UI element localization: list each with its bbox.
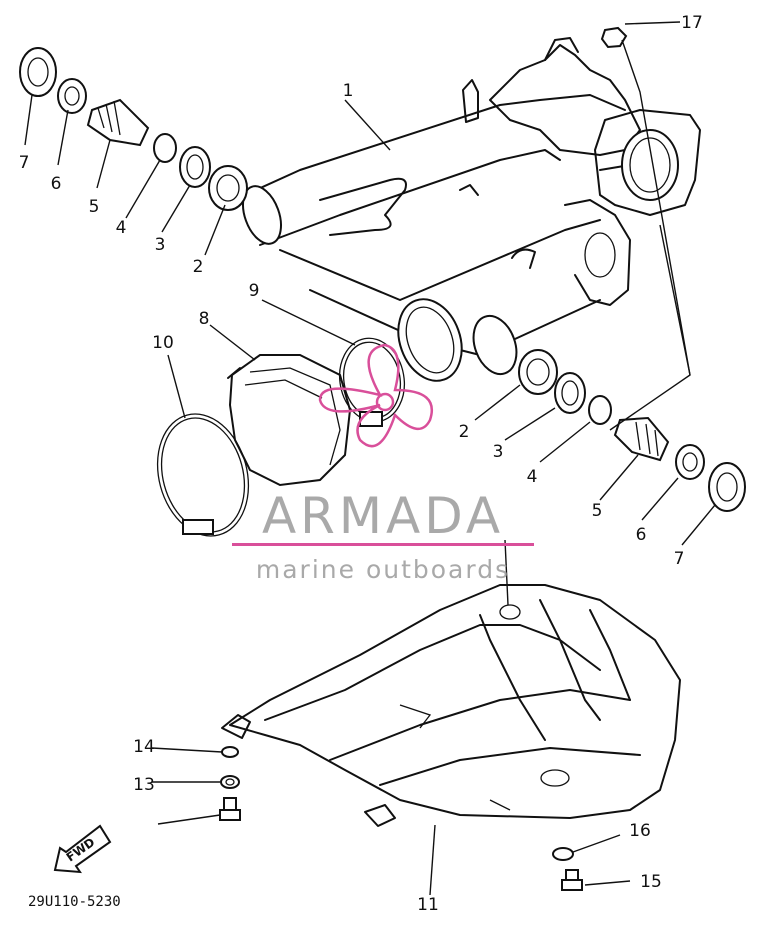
callout-10: 10 bbox=[152, 333, 174, 353]
callout-13: 13 bbox=[133, 775, 155, 795]
skid-plate bbox=[221, 584, 681, 827]
callout-3: 3 bbox=[155, 235, 166, 255]
right-bearing-stack bbox=[518, 349, 746, 512]
forward-direction-arrow: FWD bbox=[53, 824, 112, 874]
callout-11: 11 bbox=[417, 895, 439, 915]
swingarm-boot bbox=[227, 354, 352, 487]
swing-arm bbox=[242, 37, 701, 382]
diagram-code: 29U110-5230 bbox=[28, 894, 121, 910]
callout-5: 5 bbox=[89, 197, 100, 217]
callout-2: 2 bbox=[193, 257, 204, 277]
boot-clamp bbox=[339, 337, 405, 427]
callout-7: 7 bbox=[19, 153, 30, 173]
watermark-accent-rule bbox=[232, 543, 534, 546]
callout-16: 16 bbox=[629, 821, 651, 841]
callout-14: 14 bbox=[133, 737, 155, 757]
callout-9: 9 bbox=[249, 281, 260, 301]
watermark: ARMADA marine outboards bbox=[232, 343, 534, 584]
callout-6: 6 bbox=[636, 525, 647, 545]
leader-lines bbox=[24, 21, 716, 896]
callout-4: 4 bbox=[527, 467, 538, 487]
callout-4: 4 bbox=[116, 218, 127, 238]
callout-15: 15 bbox=[640, 872, 662, 892]
left-bearing-stack bbox=[19, 47, 248, 211]
fasteners bbox=[219, 26, 628, 891]
propeller-logo-icon bbox=[318, 343, 433, 448]
callout-2: 2 bbox=[459, 422, 470, 442]
callout-6: 6 bbox=[51, 174, 62, 194]
callout-5: 5 bbox=[592, 501, 603, 521]
callout-8: 8 bbox=[199, 309, 210, 329]
callout-1: 1 bbox=[343, 81, 354, 101]
watermark-tagline: marine outboards bbox=[256, 555, 510, 584]
callout-17: 17 bbox=[681, 13, 703, 33]
watermark-brand: ARMADA bbox=[262, 487, 504, 545]
callout-7: 7 bbox=[674, 549, 685, 569]
callout-3: 3 bbox=[493, 442, 504, 462]
clamp-band bbox=[156, 413, 250, 537]
